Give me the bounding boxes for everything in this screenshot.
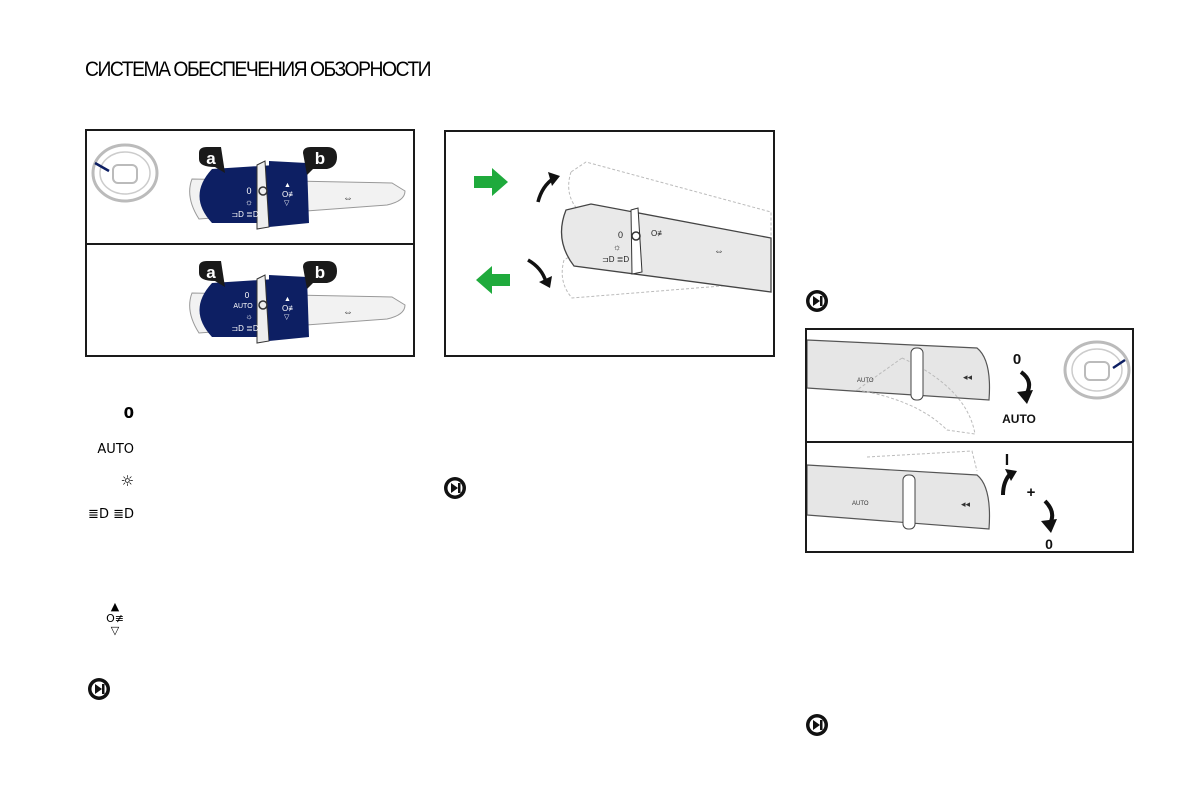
next-section-icon[interactable] <box>805 713 829 737</box>
svg-text:⇔: ⇔ <box>343 307 353 318</box>
svg-text:⇔: ⇔ <box>714 246 724 257</box>
fog-lamp-icon: O≢ <box>106 612 124 625</box>
svg-text:b: b <box>315 149 325 168</box>
svg-text:AUTO: AUTO <box>852 501 869 507</box>
wiper-position-single: I <box>1005 452 1009 469</box>
figure-beam-switch: 0 ☼ ⊐D ≣D O≢ ⇔ <box>444 130 775 357</box>
svg-text:b: b <box>315 263 325 282</box>
fog-lamp-symbol: ▲ O≢ ▽ <box>100 601 130 637</box>
legend-symbol-headlights: ≣D ≣D <box>88 507 134 522</box>
lever-label-sidelights: ☼ <box>245 197 253 207</box>
svg-text:⊐D ≣D: ⊐D ≣D <box>602 255 629 264</box>
page-title: СИСТЕМА ОБЕСПЕЧЕНИЯ ОБЗОРНОСТИ <box>85 58 432 81</box>
green-arrow-right-icon <box>474 168 508 196</box>
svg-text:◂◂: ◂◂ <box>961 499 971 509</box>
wiper-position-off: 0 <box>1045 536 1053 551</box>
steering-wheel-icon <box>1063 340 1131 400</box>
figure-divider <box>807 441 1132 443</box>
svg-text:a: a <box>206 149 216 168</box>
wiper-stalk-top-illustration: AUTO ◂◂ 0 AUTO <box>807 339 1131 435</box>
next-section-icon[interactable] <box>87 677 111 701</box>
svg-text:▲: ▲ <box>284 182 291 189</box>
svg-text:O≢: O≢ <box>651 229 665 238</box>
callout-a: a <box>199 261 225 287</box>
callout-b: b <box>303 261 337 289</box>
lever-label-off: 0 <box>246 186 251 196</box>
wiper-position-off: 0 <box>1013 351 1021 368</box>
fog-arrow-down-icon: ▽ <box>110 624 120 637</box>
rotate-down-arrow-icon <box>527 258 548 283</box>
svg-text:◂◂: ◂◂ <box>963 372 973 382</box>
svg-text:0: 0 <box>618 230 623 240</box>
figure-wiper-stalk: AUTO ◂◂ 0 AUTO AUTO ◂◂ I + 0 <box>805 328 1134 553</box>
lever-label-off: 0 <box>245 291 250 300</box>
legend-symbol-sidelights: ☼ <box>120 472 134 490</box>
svg-text:☼: ☼ <box>613 242 621 252</box>
legend-symbol-off: 0 <box>123 404 134 422</box>
next-section-icon[interactable] <box>805 289 829 313</box>
lever-label-sidelights: ☼ <box>245 312 252 321</box>
svg-text:a: a <box>206 263 216 282</box>
svg-text:AUTO: AUTO <box>857 378 874 384</box>
wiper-stalk-bottom-illustration: AUTO ◂◂ I + 0 <box>807 450 1057 551</box>
legend-symbol-auto: AUTO <box>97 442 134 457</box>
next-section-icon[interactable] <box>443 476 467 500</box>
figure-lighting-stalk: 0 ☼ ⊐D ≣D ▲ O≢ ▽ ⇔ a b 0 AUTO ☼ ⊐D ≣D ▲ … <box>85 129 415 357</box>
svg-text:▽: ▽ <box>284 200 290 207</box>
lever-label-auto: AUTO <box>233 303 253 310</box>
steering-wheel-icon <box>91 143 159 203</box>
svg-text:▽: ▽ <box>284 314 290 321</box>
figure-divider <box>87 243 413 245</box>
svg-text:⇔: ⇔ <box>343 193 353 204</box>
lighting-stalk-bottom-illustration: 0 AUTO ☼ ⊐D ≣D ▲ O≢ ▽ ⇔ a b <box>189 261 406 344</box>
beam-switch-illustration: 0 ☼ ⊐D ≣D O≢ ⇔ <box>474 161 772 299</box>
wiper-plus: + <box>1027 484 1036 501</box>
green-arrow-left-icon <box>476 266 510 294</box>
svg-text:O≢: O≢ <box>282 304 296 313</box>
fog-arrow-up-icon: ▲ <box>110 600 120 613</box>
lever-label-headlights: ⊐D ≣D <box>231 210 258 219</box>
svg-text:O≢: O≢ <box>282 190 296 199</box>
callout-b: b <box>303 147 337 175</box>
lighting-stalk-top-illustration: 0 ☼ ⊐D ≣D ▲ O≢ ▽ ⇔ a b <box>91 143 406 230</box>
callout-a: a <box>199 147 225 173</box>
lever-label-headlights: ⊐D ≣D <box>231 324 258 333</box>
wiper-position-auto: AUTO <box>1002 412 1036 426</box>
svg-text:▲: ▲ <box>284 296 291 303</box>
